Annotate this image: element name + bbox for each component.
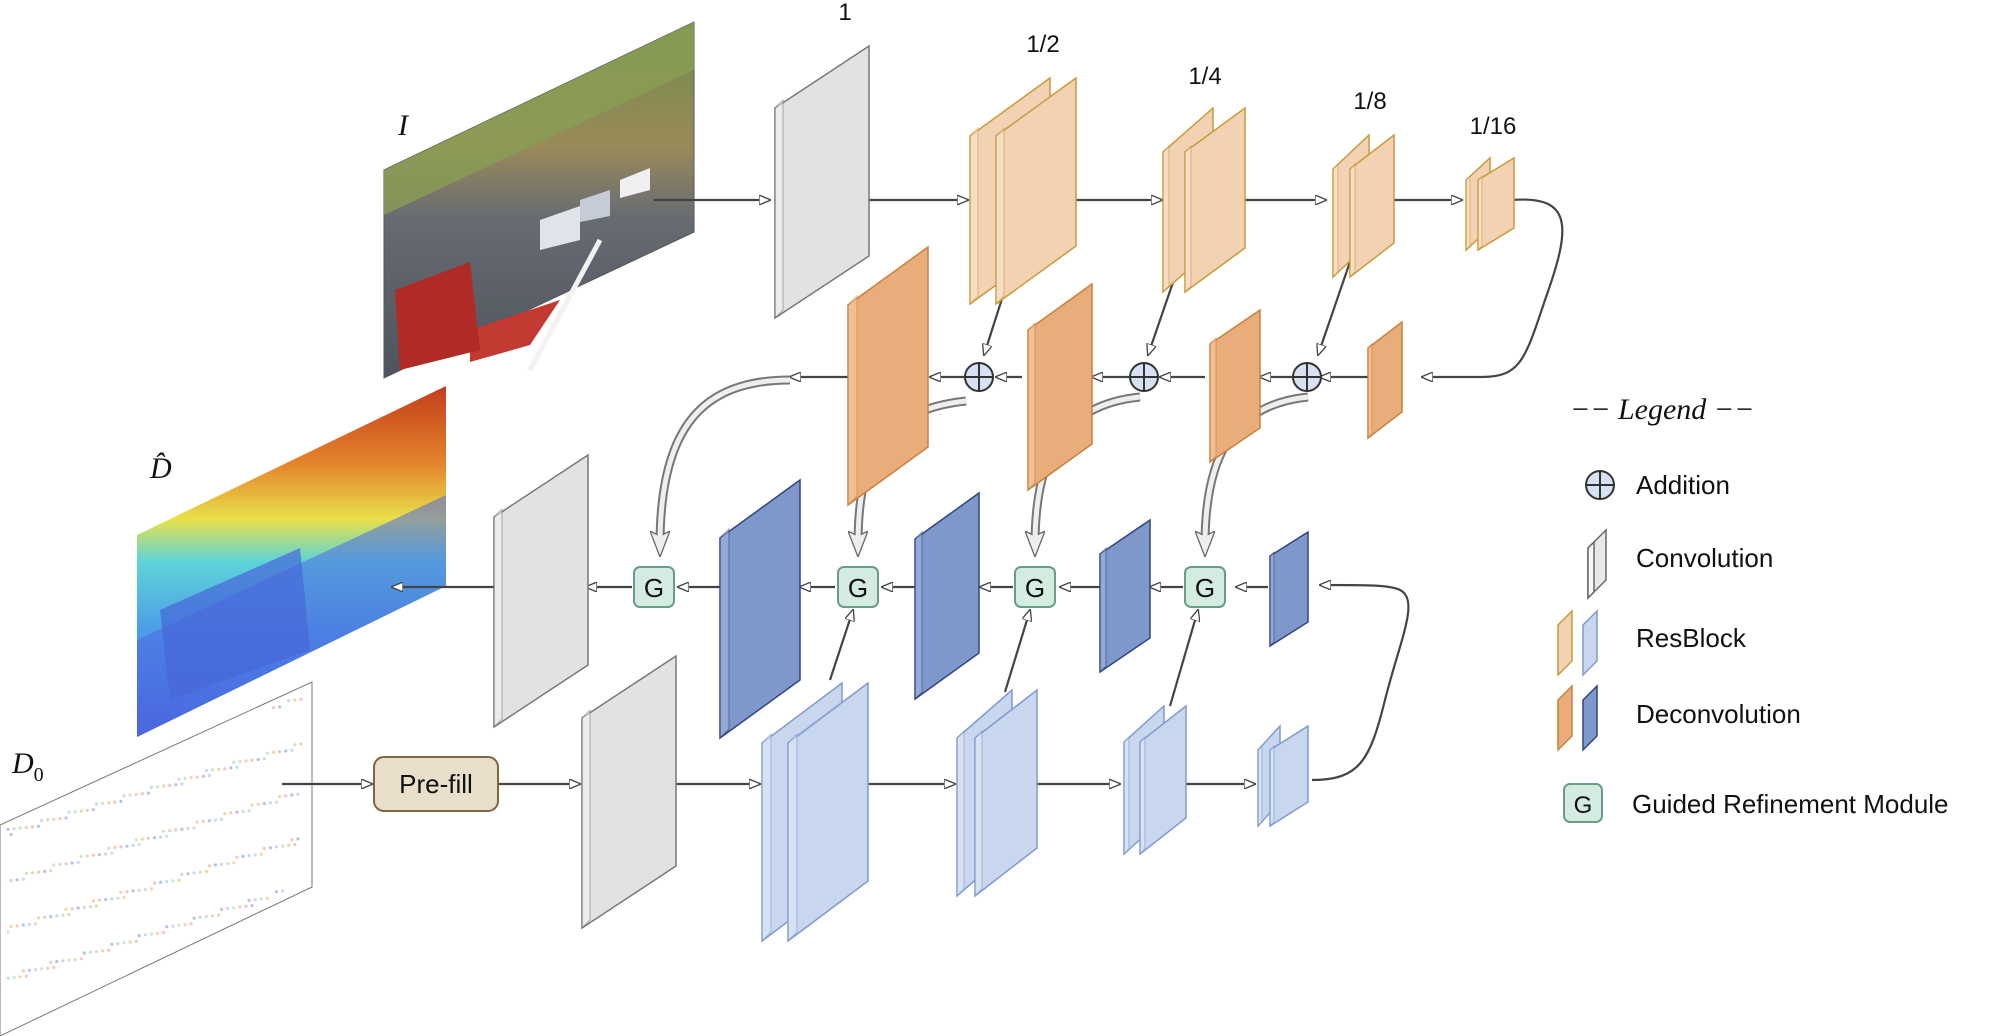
deconv-depth-1-4 <box>914 491 980 701</box>
resblock-depth-1-4-b <box>974 688 1038 898</box>
arrow-depth-loop <box>1311 585 1410 782</box>
prefill-module: Pre-fill <box>373 756 499 812</box>
skip-dres18-to-g <box>1168 610 1198 707</box>
legend-label-guided: Guided Refinement Module <box>1632 789 1949 819</box>
depth-output-image <box>137 386 446 737</box>
deconv-depth-1-16 <box>1269 530 1309 648</box>
sparse-depth-image <box>0 681 313 1036</box>
depth-output-label: D̂ <box>149 452 172 485</box>
addition-node-3 <box>1292 362 1322 392</box>
legend-convolution-icon <box>1587 528 1607 600</box>
legend-label-resblock: ResBlock <box>1636 623 1747 653</box>
resblock-rgb-1-2-b <box>995 76 1077 306</box>
guided-node-1: G <box>633 566 675 608</box>
deconv-depth-1-8 <box>1099 518 1151 674</box>
legend-guided-icon: G <box>1563 783 1603 823</box>
resblock-rgb-1-16-b <box>1477 156 1515 252</box>
conv-block-depth-encoder <box>581 654 677 930</box>
conv-block-depth-decoder <box>493 453 589 729</box>
scale-label-1: 1 <box>838 0 851 26</box>
skip-dres12-to-g <box>828 610 853 681</box>
resblock-depth-1-16-b <box>1269 724 1309 828</box>
legend: −− Legend −− Addition Convolution ResBlo… <box>1557 393 1949 823</box>
guided-nodes: G G G G <box>633 566 1226 608</box>
svg-text:G: G <box>1574 792 1593 819</box>
legend-deconvolution-icon <box>1557 684 1598 752</box>
scale-label-1-4: 1/4 <box>1188 63 1221 90</box>
rgb-input-image <box>383 21 695 379</box>
deconv-depth-1-2 <box>719 478 801 740</box>
svg-text:Pre-fill: Pre-fill <box>399 769 473 799</box>
guided-node-3: G <box>1014 566 1056 608</box>
addition-node-1 <box>964 362 994 392</box>
addition-node-2 <box>1129 362 1159 392</box>
blocks <box>493 44 1515 943</box>
resblock-rgb-1-8-b <box>1349 133 1395 279</box>
arrow-res116-loop <box>1422 198 1564 377</box>
svg-text:G: G <box>644 573 664 603</box>
svg-text:G: G <box>848 573 868 603</box>
deconv-rgb-1-4 <box>1027 282 1093 492</box>
image-input-label: I <box>397 109 410 142</box>
scale-label-1-16: 1/16 <box>1470 113 1517 140</box>
resblock-depth-1-8-b <box>1139 704 1187 856</box>
guided-node-4: G <box>1184 566 1226 608</box>
addition-nodes <box>964 362 1322 392</box>
sparse-input-label: D0 <box>11 747 44 786</box>
deconv-rgb-1-2 <box>847 245 929 507</box>
deconv-rgb-1-8 <box>1209 308 1261 464</box>
resblock-depth-1-2-b <box>787 681 869 943</box>
svg-text:G: G <box>1195 573 1215 603</box>
legend-resblock-icon <box>1557 609 1598 677</box>
legend-label-deconvolution: Deconvolution <box>1636 699 1801 729</box>
legend-label-addition: Addition <box>1636 470 1730 500</box>
skip-res18-to-add <box>1318 255 1354 355</box>
scale-label-1-8: 1/8 <box>1353 88 1386 115</box>
legend-addition-icon <box>1585 470 1615 500</box>
conv-block-rgb <box>774 44 870 320</box>
skip-dres14-to-g <box>1003 610 1030 693</box>
legend-title: −− Legend −− <box>1570 393 1754 426</box>
svg-text:G: G <box>1025 573 1045 603</box>
resblock-rgb-1-4-b <box>1184 106 1246 294</box>
scale-label-1-2: 1/2 <box>1026 31 1059 58</box>
guided-node-2: G <box>837 566 879 608</box>
deconv-rgb-1-16 <box>1367 320 1403 440</box>
legend-label-convolution: Convolution <box>1636 543 1773 573</box>
